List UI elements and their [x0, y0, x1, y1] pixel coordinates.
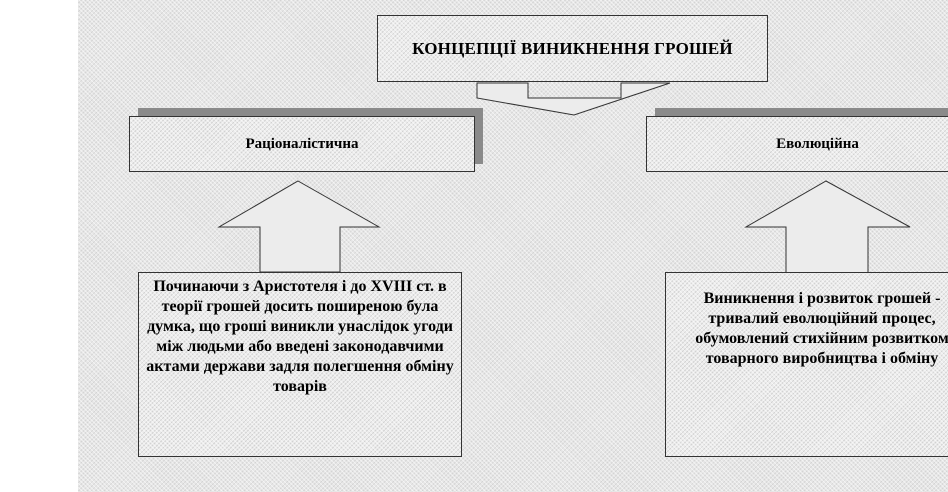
right-heading-box: Еволюційна	[646, 116, 948, 172]
left-heading: Раціоналістична	[245, 135, 359, 152]
left-up-arrow	[217, 180, 381, 273]
right-description-box: Виникнення і розвиток грошей - тривалий …	[665, 272, 948, 457]
left-description-box: Починаючи з Аристотеля і до XVIII ст. в …	[138, 272, 462, 457]
right-description: Виникнення і розвиток грошей - тривалий …	[695, 290, 948, 367]
left-heading-box: Раціоналістична	[129, 116, 475, 172]
right-heading: Еволюційна	[776, 135, 859, 152]
diagram-title: КОНЦЕПЦІЇ ВИНИКНЕННЯ ГРОШЕЙ	[412, 38, 733, 58]
down-arrow	[476, 82, 671, 116]
title-box: КОНЦЕПЦІЇ ВИНИКНЕННЯ ГРОШЕЙ	[377, 15, 768, 82]
left-description: Починаючи з Аристотеля і до XVIII ст. в …	[146, 278, 454, 395]
right-up-arrow-outline	[744, 180, 911, 272]
